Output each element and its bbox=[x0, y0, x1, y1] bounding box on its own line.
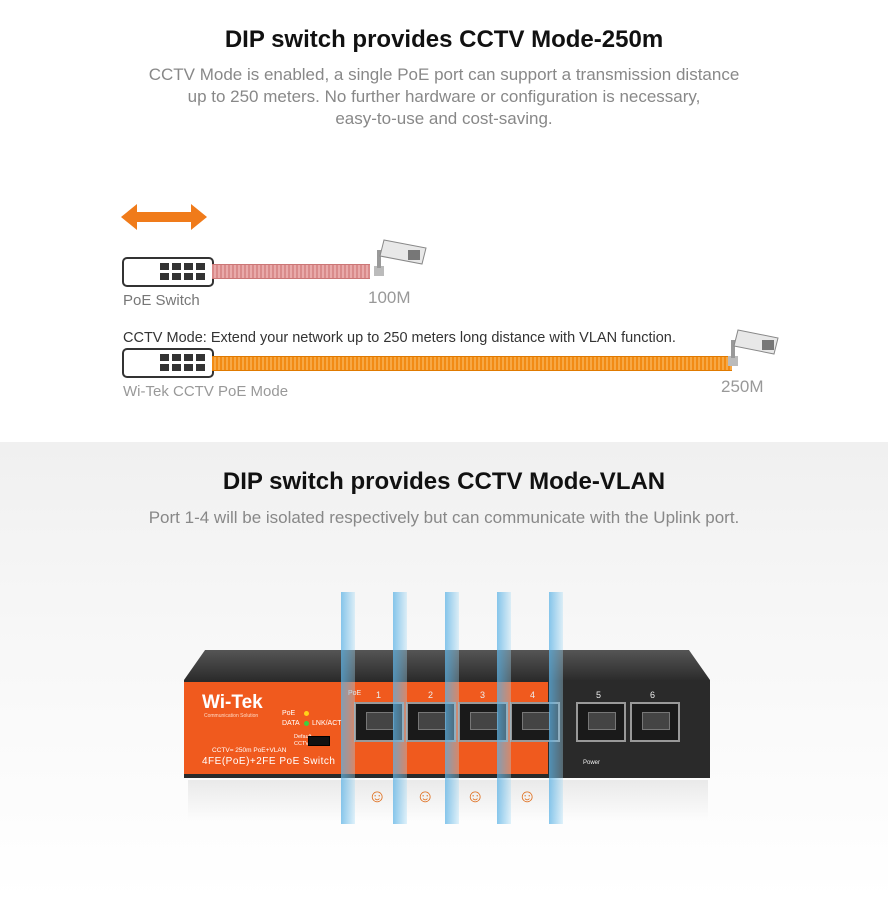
dip-cctv-label: CCTV bbox=[294, 741, 309, 747]
dip-default-label: Default bbox=[294, 734, 312, 740]
power-label: Power bbox=[583, 760, 601, 766]
model-label: 4FE(PoE)+2FE PoE Switch bbox=[202, 756, 336, 767]
led-poe-icon bbox=[304, 711, 309, 716]
section-subtitle-line-1: CCTV Mode is enabled, a single PoE port … bbox=[148, 65, 740, 84]
cable-100m bbox=[212, 264, 370, 279]
dip-note: CCTV= 250m PoE+VLAN bbox=[212, 747, 287, 754]
led-data-label: DATA bbox=[282, 720, 300, 727]
worker-icon: ☺ bbox=[368, 786, 387, 806]
vlan-beam-port-4 bbox=[549, 592, 563, 824]
cctv-mode-caption: CCTV Mode: Extend your network up to 250… bbox=[123, 330, 676, 346]
worker-icon: ☺ bbox=[466, 786, 485, 806]
port-number-4: 4 bbox=[530, 690, 536, 700]
distance-250m: 250M bbox=[721, 377, 764, 396]
cctv-vlan-section: DIP switch provides CCTV Mode-VLAN Port … bbox=[0, 442, 888, 900]
dip-switch[interactable] bbox=[308, 736, 330, 746]
section-title: DIP switch provides CCTV Mode-250m bbox=[224, 26, 664, 53]
brand-logo: Wi-Tek bbox=[202, 692, 263, 713]
worker-icon: ☺ bbox=[416, 786, 435, 806]
poe-switch-label: PoE Switch bbox=[123, 292, 200, 309]
cctv-250m-section: DIP switch provides CCTV Mode-250m CCTV … bbox=[0, 0, 888, 442]
bidirectional-arrow-icon bbox=[121, 204, 207, 230]
poe-switch-icon bbox=[122, 257, 214, 287]
port-number-6: 6 bbox=[650, 690, 656, 700]
led-data-icon bbox=[304, 721, 309, 726]
vlan-beam-uplink bbox=[341, 592, 355, 824]
vlan-beam-port-2 bbox=[445, 592, 459, 824]
brand-tagline: Communication Solution bbox=[204, 713, 259, 719]
section-subtitle-line-3: easy-to-use and cost-saving. bbox=[335, 109, 553, 128]
section-subtitle: Port 1-4 will be isolated respectively b… bbox=[148, 508, 740, 527]
port-number-5: 5 bbox=[596, 690, 602, 700]
section-subtitle-line-2: up to 250 meters. No further hardware or… bbox=[187, 87, 701, 106]
port-number-2: 2 bbox=[428, 690, 434, 700]
distance-100m: 100M bbox=[368, 288, 411, 307]
cctv-camera-icon bbox=[728, 329, 779, 366]
vlan-beam-port-3 bbox=[497, 592, 511, 824]
port-number-3: 3 bbox=[480, 690, 486, 700]
cable-250m bbox=[212, 356, 732, 371]
ethernet-port-5[interactable] bbox=[576, 702, 626, 742]
witek-cctv-label: Wi-Tek CCTV PoE Mode bbox=[123, 383, 289, 400]
led-lnk-label: LNK/ACT bbox=[312, 720, 342, 727]
vlan-beam-port-1 bbox=[393, 592, 407, 824]
section-title: DIP switch provides CCTV Mode-VLAN bbox=[222, 468, 666, 495]
port-number-1: 1 bbox=[376, 690, 382, 700]
worker-icon: ☺ bbox=[518, 786, 537, 806]
led-poe-label: PoE bbox=[282, 710, 296, 717]
ethernet-port-6[interactable] bbox=[630, 702, 680, 742]
witek-switch-icon bbox=[122, 348, 214, 378]
cctv-camera-icon bbox=[374, 239, 427, 276]
